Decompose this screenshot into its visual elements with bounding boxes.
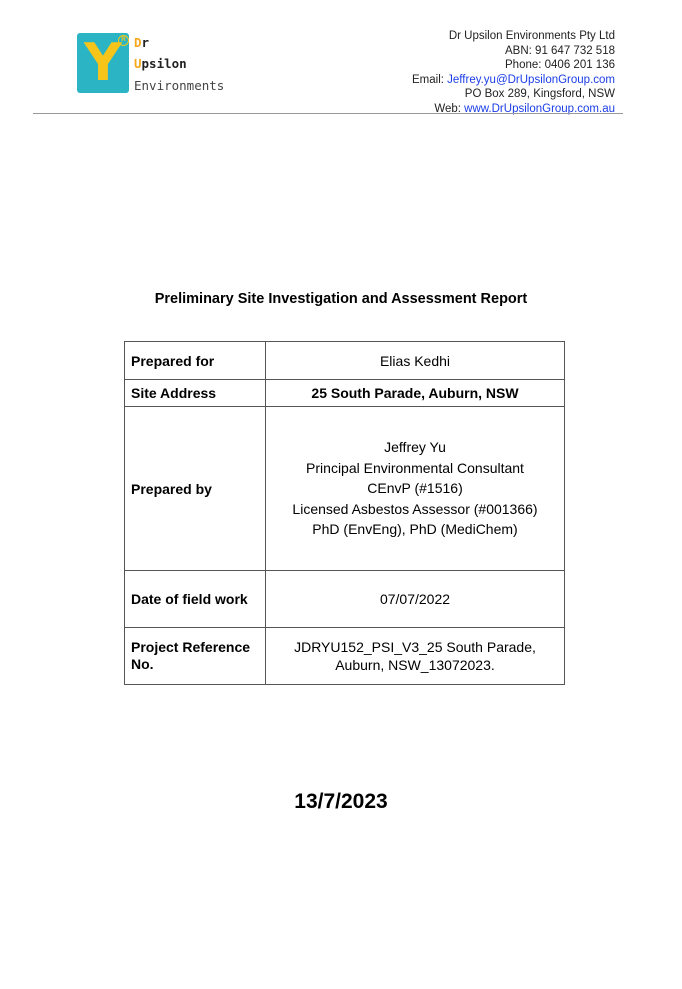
report-title: Preliminary Site Investigation and Asses… [154,291,528,307]
company-phone: Phone: 0406 201 136 [505,59,615,72]
email-link[interactable]: Jeffrey.yu@DrUpsilonGroup.com [447,73,615,86]
table-row: Date of field work 07/07/2022 [124,570,565,628]
field-work-label: Date of field work [124,570,266,628]
prepared-by-line: CEnvP (#1516) [367,480,463,497]
company-email-row: Email: Jeffrey.yu@DrUpsilonGroup.com [412,73,615,86]
logo-text-line-1: Dr [134,35,150,50]
company-web-row: Web: www.DrUpsilonGroup.com.au [434,102,615,115]
logo-text-line-2: Upsilon [134,56,187,71]
project-reference-value: JDRYU152_PSI_V3_25 South Parade, Auburn,… [265,627,565,685]
prepared-by-value: Jeffrey Yu Principal Environmental Consu… [265,406,565,571]
site-address-label: Site Address [124,379,266,407]
table-row: Prepared by Jeffrey Yu Principal Environ… [124,406,565,571]
registered-mark-icon: R [118,35,129,46]
report-date: 13/7/2023 [294,790,388,813]
web-link[interactable]: www.DrUpsilonGroup.com.au [464,102,615,115]
report-details-table: Prepared for Elias Kedhi Site Address 25… [124,341,565,685]
prepared-for-label: Prepared for [124,341,266,380]
logo-mark-letter: Y [84,33,122,93]
company-name: Dr Upsilon Environments Pty Ltd [448,30,615,42]
company-po-box: PO Box 289, Kingsford, NSW [464,88,615,101]
table-row: Project Reference No. JDRYU152_PSI_V3_25… [124,627,565,685]
prepared-by-line: Principal Environmental Consultant [306,459,524,476]
logo-text-line-3: Environments [134,78,225,93]
table-row: Site Address 25 South Parade, Auburn, NS… [124,379,565,407]
header-divider [33,113,623,114]
prepared-by-line: Licensed Asbestos Assessor (#001366) [292,500,538,517]
table-row: Prepared for Elias Kedhi [124,341,565,380]
prepared-by-line: PhD (EnvEng), PhD (MediChem) [312,521,518,538]
prepared-for-value: Elias Kedhi [265,341,565,380]
company-logo: Y R Dr Upsilon Environments [77,33,247,95]
project-reference-label: Project Reference No. [124,627,266,685]
company-contact-block: Dr Upsilon Environments Pty Ltd ABN: 91 … [412,29,615,117]
prepared-by-line: Jeffrey Yu [384,439,446,456]
company-abn: ABN: 91 647 732 518 [505,44,615,57]
field-work-date: 07/07/2022 [265,570,565,628]
prepared-by-label: Prepared by [124,406,266,571]
site-address-value: 25 South Parade, Auburn, NSW [265,379,565,407]
